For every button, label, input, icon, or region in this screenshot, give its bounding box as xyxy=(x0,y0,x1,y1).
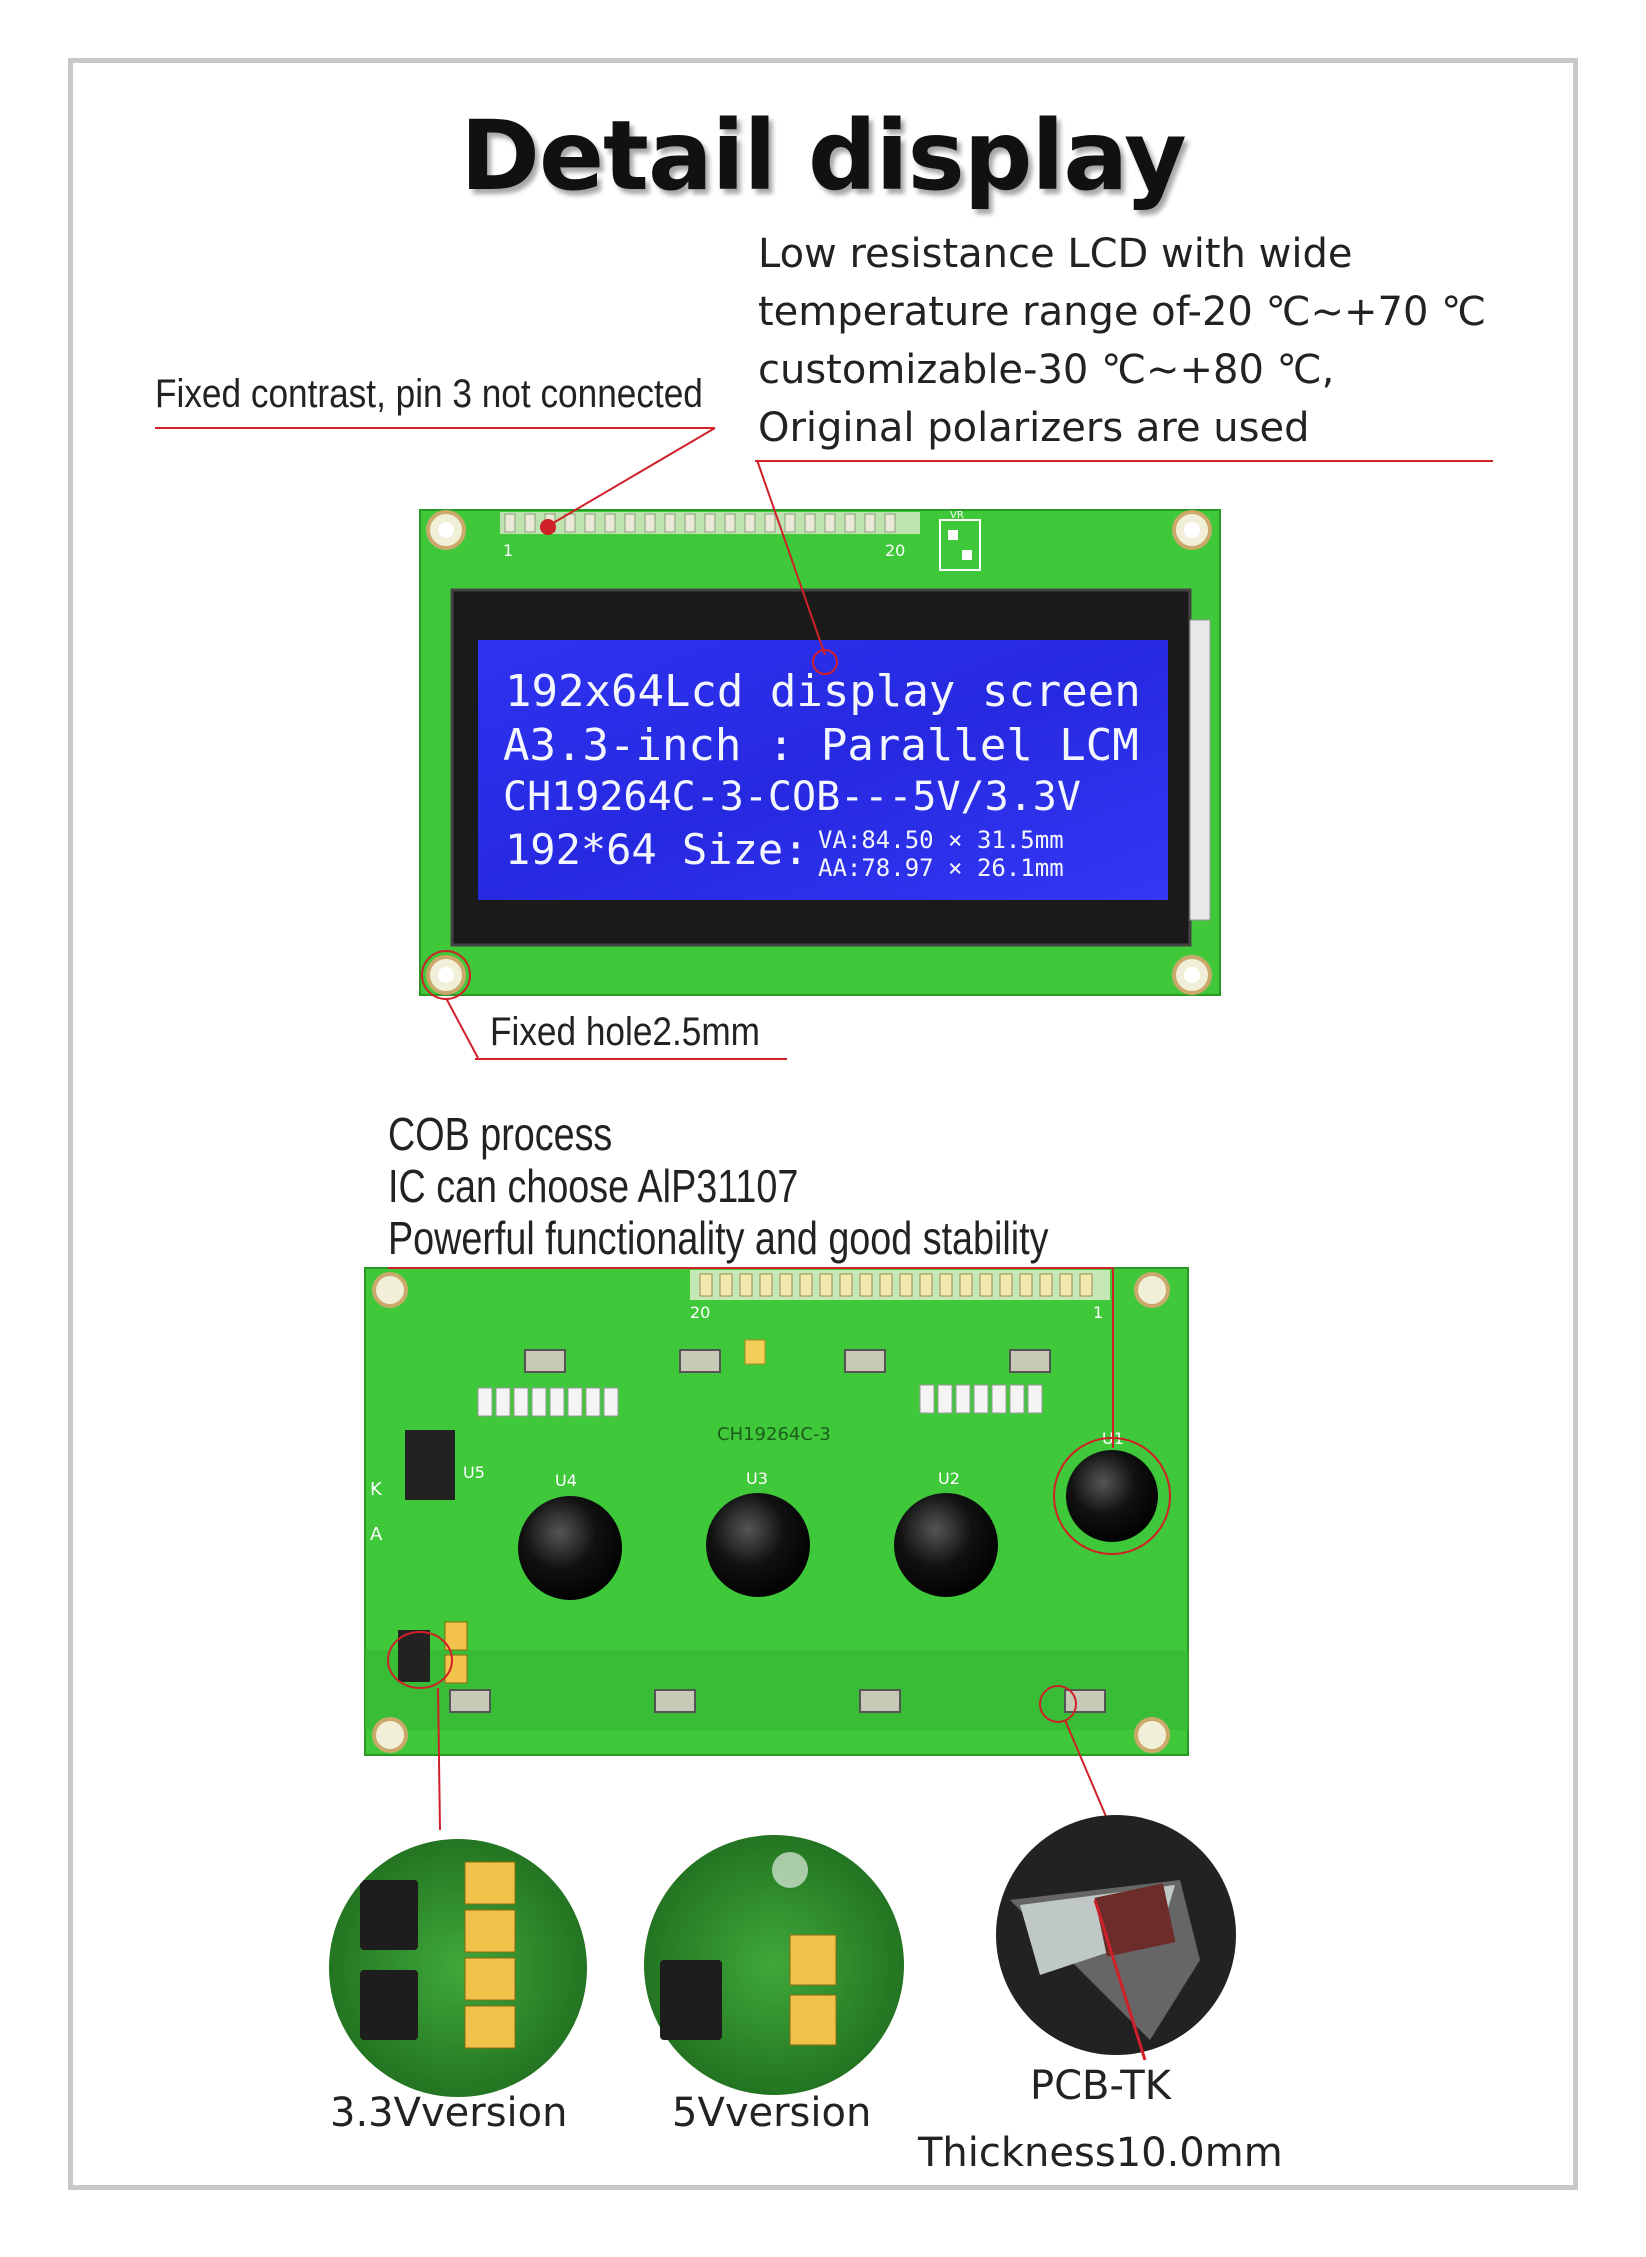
front-pcb: 1 20 VR 192x64Lcd display screen A3.3-in… xyxy=(419,509,1221,996)
mount-hole xyxy=(1134,1717,1170,1753)
k-label: K xyxy=(370,1479,383,1500)
front-callout-lines xyxy=(421,427,838,1059)
lcd-callout-line: temperature range of-20 ℃~+70 ℃ xyxy=(758,289,1487,335)
lcd-callout-line: Original polarizers are used xyxy=(758,405,1310,451)
lcd-underline xyxy=(755,460,1493,462)
lcd-callout: Low resistance LCD with wide temperature… xyxy=(758,225,1486,457)
cob-blob-u2 xyxy=(894,1493,998,1597)
cob-blob-u3 xyxy=(706,1493,810,1597)
mount-hole xyxy=(1134,1272,1170,1308)
front-pin-last-label: 20 xyxy=(885,541,905,560)
lcd-callout-line: customizable-30 ℃~+80 ℃, xyxy=(758,347,1335,393)
page-frame xyxy=(68,58,1578,2190)
screen-va: VA:84.50 × 31.5mm xyxy=(818,826,1064,854)
mount-hole xyxy=(372,1717,408,1753)
hole-callout: Fixed hole2.5mm xyxy=(490,1010,760,1054)
regulator-chip xyxy=(398,1630,430,1682)
lcd-callout-line: Low resistance LCD with wide xyxy=(758,231,1353,277)
cob-callout-line: Powerful functionality and good stabilit… xyxy=(388,1212,1049,1264)
u5-chip xyxy=(405,1430,455,1500)
page-title: Detail display xyxy=(460,100,1187,212)
zoom-pcb-tk xyxy=(996,1815,1236,2061)
contrast-underline xyxy=(155,427,715,429)
caption-5v: 5Vversion xyxy=(672,2090,872,2136)
front-pin-first-label: 1 xyxy=(503,541,513,560)
caption-thickness: Thickness10.0mm xyxy=(918,2130,1283,2176)
cob-callout: COB process IC can choose AlP31107 Power… xyxy=(388,1108,1048,1264)
mount-hole xyxy=(372,1272,408,1308)
backlight-edge xyxy=(1189,619,1211,921)
cob-blob-u1 xyxy=(1066,1450,1158,1542)
u4-label: U4 xyxy=(555,1471,577,1490)
caption-33v: 3.3Vversion xyxy=(330,2090,568,2136)
vr-label: VR xyxy=(950,510,964,521)
lcd-screen xyxy=(478,640,1168,900)
caption-pcb-tk: PCB-TK xyxy=(1030,2063,1171,2109)
u3-label: U3 xyxy=(746,1469,768,1488)
cob-callout-line: COB process xyxy=(388,1108,613,1160)
metal-tabs xyxy=(449,1349,1106,1713)
back-pin-last-label: 1 xyxy=(1093,1303,1103,1322)
hole-underline xyxy=(475,1058,787,1060)
cob-blob-u4 xyxy=(518,1496,622,1600)
vr-pad xyxy=(939,519,981,571)
screen-line-4: 192*64 Size: xyxy=(505,825,808,874)
screen-aa: AA:78.97 × 26.1mm xyxy=(818,854,1064,882)
front-pin-header xyxy=(500,512,920,534)
back-pcb: 20 1 CH19264C-3 U5 U4 U3 U2 xyxy=(364,1267,1189,1756)
back-model-label: CH19264C-3 xyxy=(717,1424,831,1445)
u2-label: U2 xyxy=(938,1469,960,1488)
contrast-callout: Fixed contrast, pin 3 not connected xyxy=(155,372,703,416)
screen-line-3: CH19264C-3-COB---5V/3.3V xyxy=(503,774,1081,820)
cob-callout-line: IC can choose AlP31107 xyxy=(388,1160,799,1212)
zoom-33v xyxy=(327,1837,589,2099)
a-label: A xyxy=(370,1524,383,1545)
zoom-5v xyxy=(644,1835,904,2095)
u5-label: U5 xyxy=(463,1463,485,1482)
back-pin-first-label: 20 xyxy=(690,1303,710,1322)
screen-line-2: A3.3-inch : Parallel LCM xyxy=(503,720,1139,771)
